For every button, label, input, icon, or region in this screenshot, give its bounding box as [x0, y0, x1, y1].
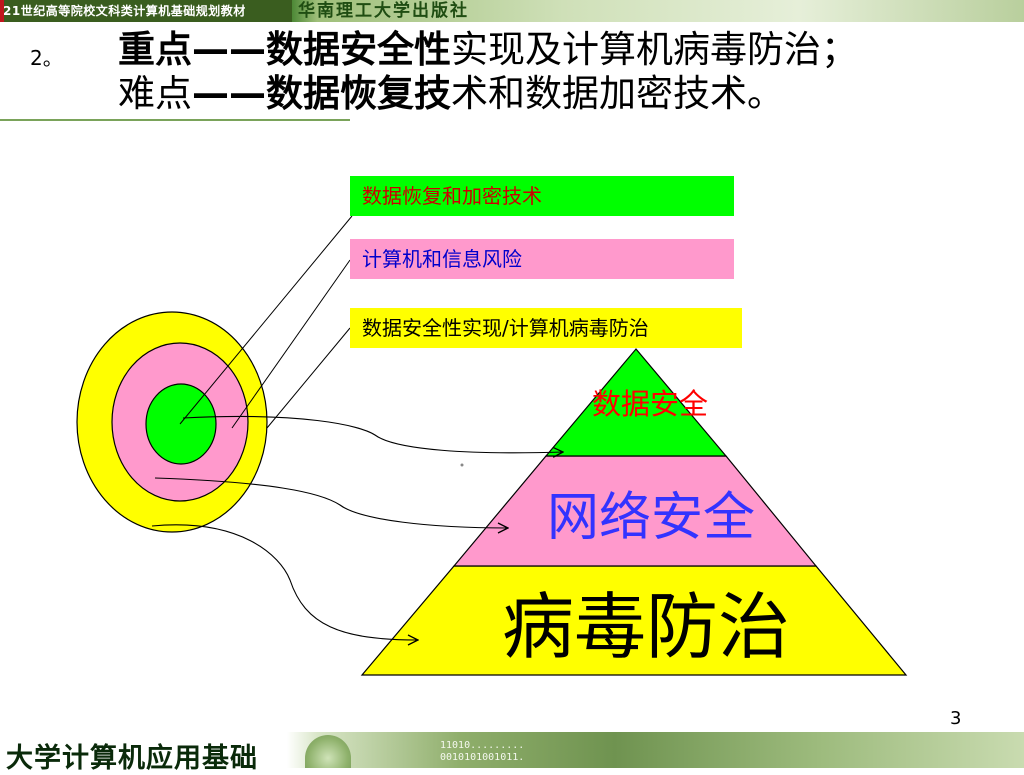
leader-line-risk	[231, 259, 351, 429]
arrow-outer-to-base	[151, 524, 418, 640]
arrow-inner-to-top	[182, 415, 563, 452]
focus-dash: ——	[192, 28, 266, 71]
focus-rest: 实现及计算机病毒防治；	[451, 28, 858, 71]
leader-line-recovery	[179, 215, 353, 425]
pyramid-top-layer	[544, 348, 728, 457]
stray-dot	[460, 463, 464, 467]
heading-line-1: 重点——数据安全性实现及计算机病毒防治；	[118, 28, 858, 72]
difficulty-dash: ——	[192, 72, 266, 115]
item-number: 2。	[30, 46, 63, 70]
page-number: 3	[950, 708, 962, 729]
leader-line-security	[266, 327, 351, 429]
focus-topic: 数据安全性	[266, 28, 451, 71]
pyramid-middle-label: 网络安全	[547, 488, 755, 548]
publisher-name: 华南理工大学出版社	[298, 1, 469, 21]
label-box-security-virus: 数据安全性实现/计算机病毒防治	[350, 308, 742, 348]
label-box-info-risk: 计算机和信息风险	[350, 239, 734, 279]
separator-line	[0, 119, 350, 121]
label-box-recovery-encryption: 数据恢复和加密技术	[350, 176, 734, 216]
focus-label: 重点	[118, 28, 192, 71]
footer-banner	[0, 732, 1024, 768]
arrow-middle-to-mid	[154, 477, 508, 528]
heading-line-2: 难点——数据恢复技术和数据加密技术。	[118, 72, 784, 116]
pyramid-base-label: 病毒防治	[502, 585, 790, 669]
binary-line-1: 11010.........	[440, 740, 525, 751]
footer-logo-icon	[305, 735, 351, 768]
difficulty-rest: 术和数据加密技术。	[451, 72, 784, 115]
footer-title: 大学计算机应用基础	[6, 743, 258, 774]
binary-line-2: 0010101001011.	[440, 752, 525, 763]
difficulty-topic: 数据恢复技	[266, 72, 451, 115]
pyramid-top-label: 数据安全	[592, 387, 708, 421]
series-label-accent	[0, 0, 4, 22]
inner-ring	[145, 383, 217, 465]
series-label: 21世纪高等院校文科类计算机基础规划教材	[0, 0, 292, 22]
footer-binary-decoration: 11010......... 0010101001011.	[440, 740, 524, 764]
difficulty-label: 难点	[118, 72, 192, 115]
